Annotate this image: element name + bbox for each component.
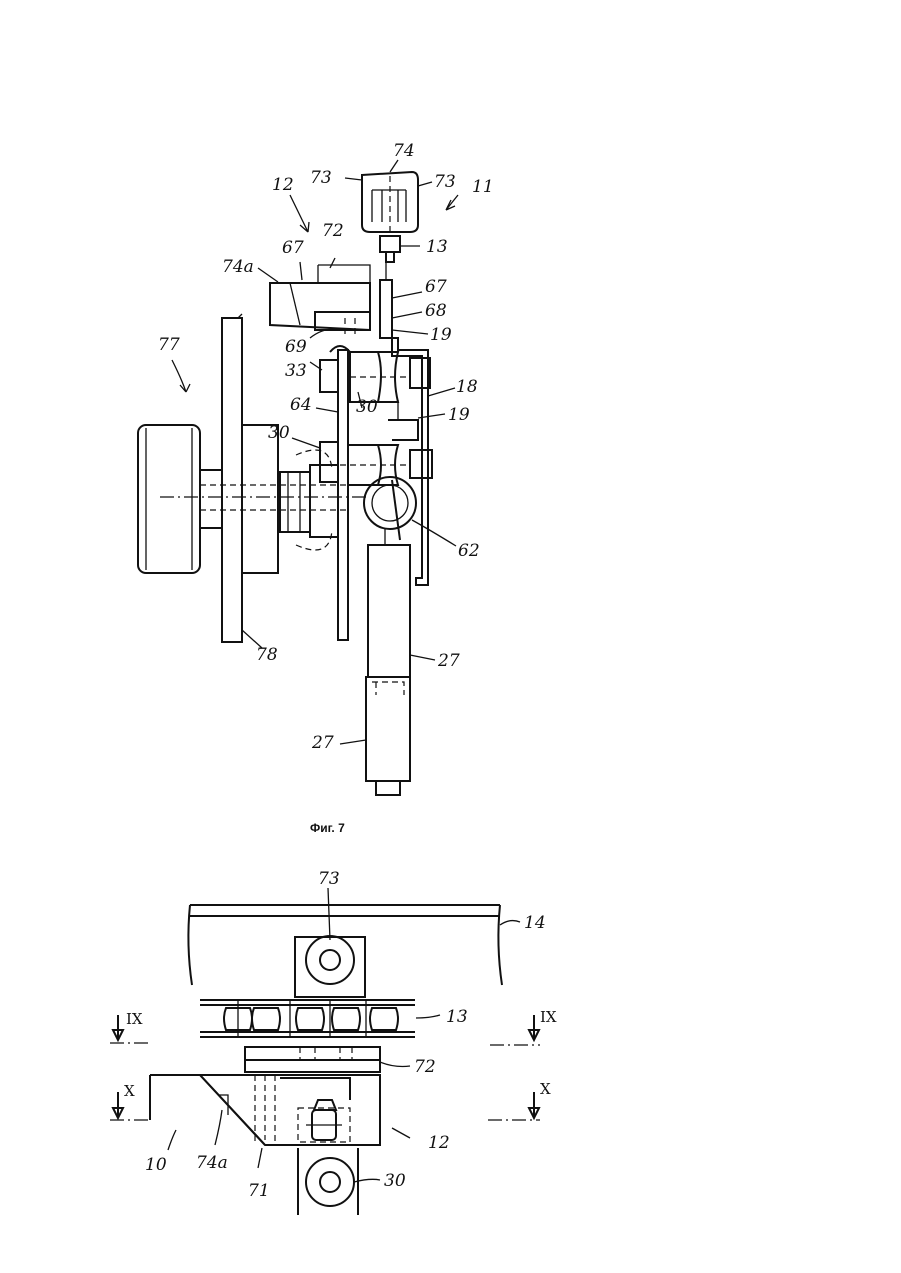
- roller-73-block: [295, 936, 365, 997]
- label-12: 12: [428, 1133, 450, 1153]
- carrier-block-67: [270, 262, 392, 338]
- figure-7-labels: 74 73 73 11 12 72 13 67 74a 67 68 19 69 …: [158, 141, 494, 753]
- label-18: 18: [456, 377, 478, 397]
- lower-roller-30: [320, 442, 432, 485]
- label-X-left: X: [124, 1082, 135, 1100]
- roller-30-bottom: [298, 1148, 358, 1215]
- label-19-lower: 19: [448, 405, 470, 425]
- carrier-12: [150, 1075, 380, 1145]
- label-14: 14: [524, 913, 546, 933]
- label-74a: 74a: [196, 1153, 228, 1173]
- label-72: 72: [322, 221, 344, 241]
- label-30-lower: 30: [268, 423, 290, 443]
- cylinder-27: [366, 528, 410, 795]
- label-IX-left: IX: [126, 1010, 143, 1028]
- label-30: 30: [384, 1171, 406, 1191]
- label-73-left: 73: [310, 168, 332, 188]
- figure-8-leader-lines: [168, 888, 520, 1182]
- label-IX-right: IX: [540, 1008, 557, 1026]
- upper-roller-30: [320, 352, 430, 402]
- label-73: 73: [318, 869, 340, 889]
- label-64: 64: [290, 395, 312, 415]
- label-13: 13: [426, 237, 448, 257]
- label-13: 13: [446, 1007, 468, 1027]
- plate-72: [245, 1047, 380, 1072]
- section-lines: [110, 1015, 540, 1120]
- figure-8: 73 14 IX IX 13 72 X X 12 10 74a 71 30: [110, 869, 557, 1215]
- label-X-right: X: [540, 1080, 551, 1098]
- figure-7-caption: Фиг. 7: [310, 821, 345, 835]
- top-roller-74: [362, 172, 418, 262]
- label-27-upper: 27: [437, 651, 460, 671]
- label-10: 10: [145, 1155, 167, 1175]
- figure-7: 74 73 73 11 12 72 13 67 74a 67 68 19 69 …: [138, 141, 494, 835]
- label-27-lower: 27: [311, 733, 334, 753]
- label-67-right: 67: [425, 277, 447, 297]
- label-67-top: 67: [282, 238, 304, 258]
- label-69: 69: [285, 337, 307, 357]
- label-12: 12: [272, 175, 294, 195]
- label-72: 72: [414, 1057, 436, 1077]
- shaft-hub-30: [280, 450, 338, 550]
- plate-64: [330, 346, 350, 640]
- label-74: 74: [393, 141, 415, 161]
- label-68: 68: [425, 301, 447, 321]
- label-62: 62: [458, 541, 480, 561]
- label-19-top: 19: [430, 325, 452, 345]
- label-73-right: 73: [434, 172, 456, 192]
- label-11: 11: [472, 177, 494, 197]
- label-30-upper: 30: [356, 397, 378, 417]
- label-78: 78: [256, 645, 278, 665]
- spring-ring-62: [364, 477, 416, 540]
- label-74a: 74a: [222, 257, 254, 277]
- label-77: 77: [158, 335, 180, 355]
- label-33: 33: [285, 361, 307, 381]
- label-71: 71: [248, 1181, 270, 1201]
- pulley-77: [138, 314, 370, 642]
- chain-13: [200, 1000, 415, 1037]
- bracket-18: [388, 338, 428, 585]
- figure-7-leader-lines: [172, 160, 458, 744]
